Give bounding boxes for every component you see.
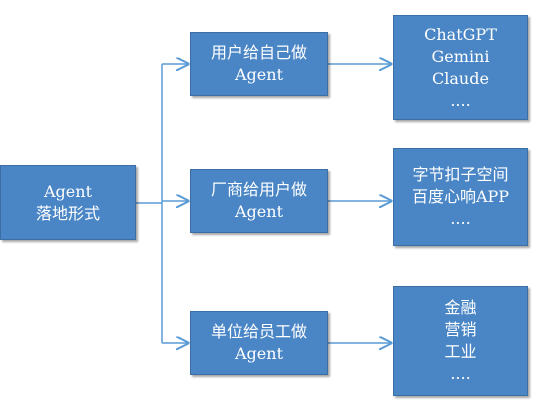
root-node-line-2: 落地形式 bbox=[35, 203, 100, 223]
branch-node-line-1: 厂商给用户做 bbox=[210, 180, 307, 199]
root-node-line-1: Agent bbox=[44, 181, 92, 201]
example-item: 百度心响APP bbox=[411, 187, 510, 206]
root-node: Agent 落地形式 bbox=[0, 165, 136, 240]
branch-node-line-1: 单位给员工做 bbox=[210, 322, 307, 341]
example-item: 字节扣子空间 bbox=[412, 165, 509, 184]
example-item: ChatGPT bbox=[424, 24, 497, 44]
branch-node-line-2: Agent bbox=[235, 65, 283, 84]
example-item: 营销 bbox=[444, 320, 477, 339]
example-item: Gemini bbox=[431, 46, 490, 66]
branch-node-line-2: Agent bbox=[235, 344, 283, 363]
example-item: Claude bbox=[432, 68, 489, 88]
branch-node-line-1: 用户给自己做 bbox=[210, 43, 307, 62]
examples-node-user-self: ChatGPT Gemini Claude .... bbox=[393, 15, 528, 120]
branch-node-employer: 单位给员工做 Agent bbox=[190, 311, 328, 375]
example-item: .... bbox=[450, 364, 471, 383]
example-item: 金融 bbox=[444, 298, 477, 317]
example-item: .... bbox=[450, 209, 471, 228]
branch-node-line-2: Agent bbox=[235, 202, 283, 221]
branch-node-user-self: 用户给自己做 Agent bbox=[190, 32, 328, 96]
branch-node-vendor: 厂商给用户做 Agent bbox=[190, 169, 328, 233]
examples-node-vendor: 字节扣子空间 百度心响APP .... bbox=[393, 148, 528, 246]
example-item: 工业 bbox=[444, 342, 477, 361]
examples-node-employer: 金融 营销 工业 .... bbox=[393, 286, 528, 396]
example-item: .... bbox=[450, 90, 471, 110]
